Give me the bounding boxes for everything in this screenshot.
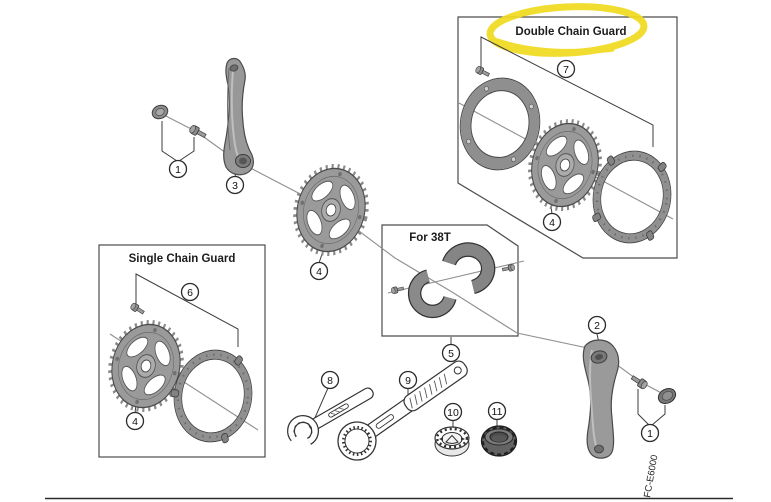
callout-10: 10 [443,402,463,422]
guard-rivet [466,138,472,145]
left-crank-fixing-bolt [188,123,208,141]
double-chain-guard-title: Double Chain Guard [515,26,626,38]
callout-6: 6 [180,282,200,302]
spindle-hole [239,157,247,165]
svg-text:7: 7 [563,64,569,76]
callout-8: 8 [320,370,340,390]
svg-text:6: 6 [187,287,193,299]
left-arrow-mark [439,437,443,441]
callout-4-middle: 4 [309,261,329,281]
single-chain-guard-title: Single Chain Guard [129,253,236,265]
highlight-marker [486,3,648,57]
svg-text:1: 1 [175,164,181,176]
guard-tab [170,389,180,398]
callout-7: 7 [556,59,576,79]
svg-text:10: 10 [447,407,459,419]
callout-1-right-bracket [651,405,666,426]
jaw-notches [293,421,313,440]
lockring-part [480,425,518,457]
adapter-cap-tool [434,426,470,457]
callout-4-double: 4 [542,212,562,232]
callout-1-right-bracket [637,389,650,426]
ring-splines [342,426,372,456]
spindle-hole [595,354,603,360]
for-38t-title: For 38T [409,232,451,244]
double-guard-outer-ring [459,77,541,171]
callout-11: 11 [487,401,507,421]
hang-hole [453,366,462,375]
svg-text:9: 9 [405,375,411,387]
cone-spanner-tool [287,387,374,445]
svg-text:3: 3 [232,180,238,192]
callout-5: 5 [441,343,461,363]
callout-1-left-bracket [161,121,178,162]
single-chain-guard-box [98,244,266,458]
svg-text:4: 4 [132,416,138,428]
wrench-slot [375,414,394,429]
svg-text:5: 5 [448,348,454,360]
right-arrow-mark [461,437,465,441]
tool-spline-mark [445,434,459,444]
guard-rivet [528,103,534,110]
callout-6-bracket [135,273,239,347]
right-crank-arm [582,339,620,459]
left-crank-cap [151,104,169,120]
callout-4-single: 4 [125,411,145,431]
callout-1-left-bracket [178,137,195,162]
tool-castellation [435,427,469,449]
38t-spacer-bolt [390,284,405,295]
guard-rivet [511,156,516,162]
lockring-notches [482,426,516,456]
left-crank-arm [223,57,254,176]
callout-8-leader [313,387,329,421]
double-guard-bolt [474,65,491,79]
svg-text:2: 2 [594,320,600,332]
callout-2: 2 [587,315,607,335]
right-crank-fixing-bolt [629,373,650,391]
lockring-wrench-tool [337,360,468,461]
callout-1-left: 1 [168,159,188,179]
guard-rivet [484,86,489,92]
svg-text:8: 8 [327,375,333,387]
callout-9: 9 [398,370,418,390]
svg-text:1: 1 [647,428,653,440]
svg-text:11: 11 [492,406,503,418]
svg-text:4: 4 [549,217,555,229]
callout-1-right: 1 [640,423,660,443]
svg-text:4: 4 [316,266,322,278]
chainring-middle [286,159,376,261]
model-label: FC-E6000 [642,454,660,499]
right-crank-cap [657,388,677,404]
38t-spacer-set [390,242,516,319]
for-38t-box [381,224,519,337]
callout-7-bracket [480,36,654,147]
pedal-hole [229,64,239,72]
single-guard-bolt [129,301,146,317]
callout-3: 3 [225,175,245,195]
pedal-hole [594,444,604,454]
highlight-stroke [494,38,615,55]
